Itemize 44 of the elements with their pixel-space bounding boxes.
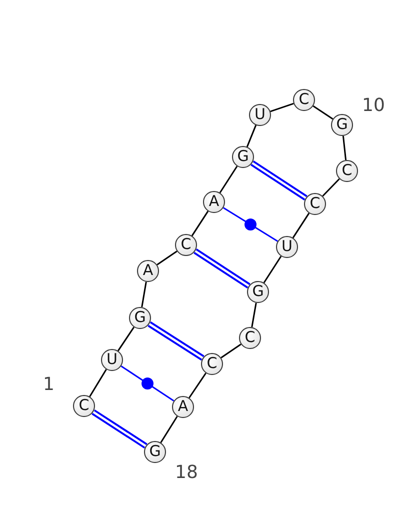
nucleotide-circle: C	[336, 160, 358, 182]
nucleotide-circle: C	[201, 353, 223, 375]
nucleotide-circle: G	[331, 114, 353, 136]
backbone-line	[292, 212, 310, 238]
base-pair-line	[222, 207, 278, 242]
backbone-line	[246, 124, 257, 148]
backbone-line	[312, 105, 334, 120]
nucleotide-circle: U	[276, 236, 298, 258]
backbone-line	[342, 136, 347, 160]
base-pair-line	[120, 365, 174, 402]
nucleotide-circle: A	[203, 191, 225, 213]
base-pair-line	[148, 321, 204, 361]
nucleotide-circle: U	[249, 104, 271, 126]
position-number: 1	[43, 374, 54, 395]
nucleotide-circle: C	[73, 395, 95, 417]
backbone-line	[322, 178, 340, 197]
backbone-line	[219, 166, 238, 194]
base-pair-line	[250, 160, 308, 200]
backbone-line	[270, 102, 294, 112]
backbone-line	[251, 302, 257, 328]
nucleotide-circle: C	[304, 193, 326, 215]
backbone-line	[117, 326, 135, 352]
backbone-line	[160, 416, 178, 444]
base-pair-line	[92, 409, 148, 449]
nucleotide-circle: C	[293, 89, 315, 111]
nucleotide-circle: G	[232, 146, 254, 168]
backbone-line	[188, 372, 206, 398]
backbone-line	[191, 210, 209, 236]
nucleotide-circle: A	[172, 396, 194, 418]
position-number: 18	[175, 462, 198, 483]
backbone-line	[156, 250, 178, 266]
nucleotide-circle: C	[175, 234, 197, 256]
position-number: 10	[362, 95, 385, 116]
backbone-line	[89, 369, 107, 397]
backbone-line	[263, 256, 282, 284]
nucleotide-circle: G	[247, 281, 269, 303]
nucleotide-circle: A	[137, 260, 159, 282]
nucleotide-circle: G	[129, 307, 151, 329]
nucleotide-circle: C	[239, 327, 261, 349]
backbone-line	[220, 344, 242, 358]
base-pair-line	[194, 248, 250, 288]
backbone-line	[141, 282, 147, 308]
nucleotide-circle: G	[144, 441, 166, 463]
nucleotide-circle: U	[101, 349, 123, 371]
